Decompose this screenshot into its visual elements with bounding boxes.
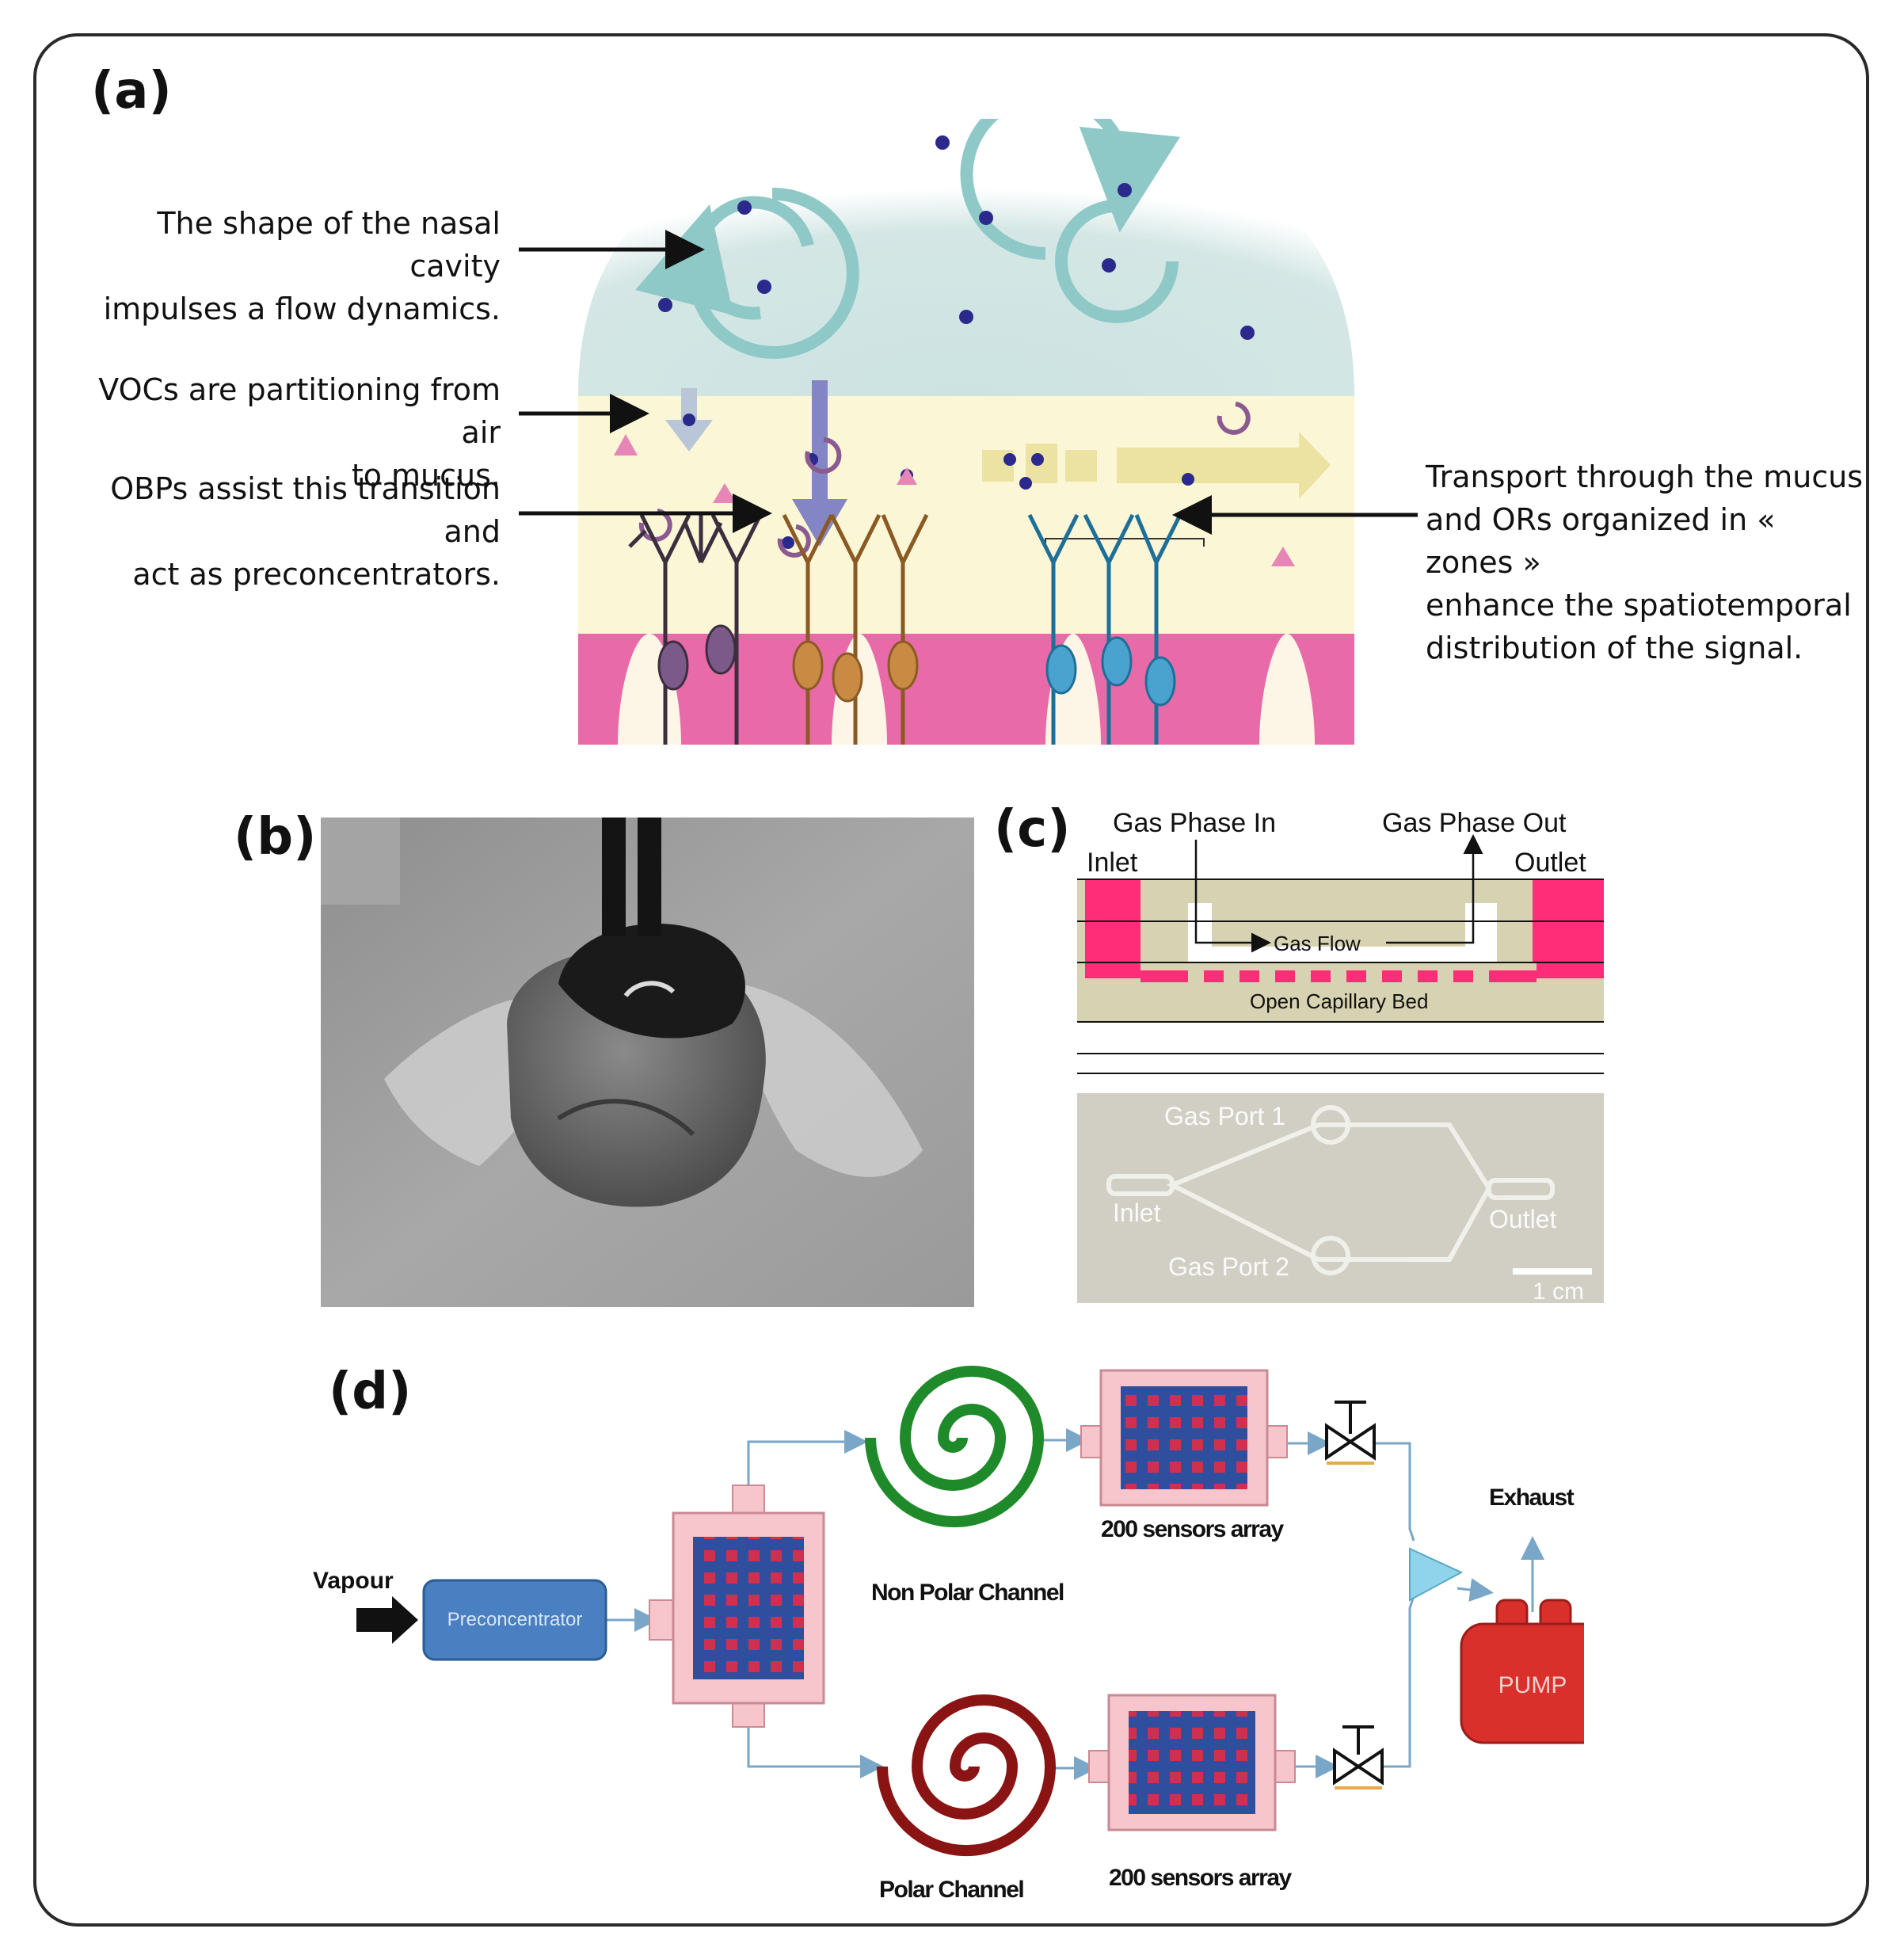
tube-left: [602, 818, 626, 936]
annotation-obp: OBPs assist this transition and act as p…: [110, 471, 501, 592]
nonpolar-label: Non Polar Channel: [871, 1580, 1064, 1606]
annotation-nasal-cavity: The shape of the nasal cavity impulses a…: [103, 206, 501, 326]
pump-label: PUMP: [1498, 1672, 1567, 1698]
scale-bar-label: 1 cm: [1533, 1279, 1584, 1305]
panel-c-label: (c): [994, 800, 1071, 859]
sensors-top-label: 200 sensors array: [1101, 1516, 1285, 1542]
vapour-arrow: [356, 1596, 418, 1644]
outlet-label: Outlet: [1514, 848, 1586, 878]
capillary-chip-schematic: Gas Phase In Gas Phase Out Inlet Outlet …: [1077, 808, 1604, 1305]
photo-inlet-label: Inlet: [1113, 1199, 1161, 1227]
gas-sensing-system-diagram: Vapour Preconcentrator Non Polar Channel…: [313, 1366, 1584, 1903]
polar-label: Polar Channel: [879, 1877, 1023, 1903]
exhaust-label: Exhaust: [1489, 1485, 1575, 1511]
transport-arrow: [982, 432, 1331, 499]
valve-top: [1325, 1401, 1376, 1465]
sensors-bottom-label: 200 sensors array: [1109, 1865, 1293, 1891]
photo-gas-port-2-label: Gas Port 2: [1168, 1252, 1289, 1281]
sensor-array-bottom: [1088, 1694, 1296, 1831]
gas-flow-label: Gas Flow: [1274, 932, 1361, 955]
vortex-left: [635, 187, 859, 359]
annotation-arrows: [519, 230, 1418, 535]
pump: [1460, 1599, 1584, 1744]
polar-spiral: [877, 1694, 1057, 1856]
nasal-epithelium-illustration: [578, 119, 1354, 745]
annotation-transport: Transport through the mucus and ORs orga…: [1426, 459, 1864, 665]
triangles: [614, 434, 1295, 566]
vapour-label: Vapour: [313, 1568, 394, 1594]
panel-d-label: (d): [329, 1363, 412, 1421]
dark-cap: [558, 923, 745, 1039]
annotation-voc-partitioning: VOCs are partitioning from air to mucus.: [98, 372, 501, 493]
inlet-label: Inlet: [1087, 848, 1138, 878]
gas-phase-out-label: Gas Phase Out: [1382, 808, 1567, 838]
outlet-block: [1533, 879, 1604, 978]
central-sensor-chip: [649, 1485, 825, 1728]
merge-junction: [1409, 1547, 1464, 1602]
foil-right: [741, 984, 923, 1177]
gas-phase-in-label: Gas Phase In: [1113, 808, 1276, 838]
gas-out-path: [1386, 834, 1483, 944]
panel-a-label: (a): [91, 62, 172, 120]
preconcentrator-box: [422, 1579, 607, 1661]
transition-arrow: [792, 380, 847, 547]
photo-outlet-label: Outlet: [1489, 1205, 1556, 1233]
photo-gas-port-1-label: Gas Port 1: [1164, 1102, 1285, 1130]
inlet-block: [1085, 879, 1140, 978]
valve-bottom: [1333, 1725, 1384, 1789]
gas-in-arrow: [1194, 840, 1271, 953]
sensor-array-top: [1080, 1369, 1288, 1507]
vortex-right: [960, 119, 1180, 323]
panel-b-label: (b): [234, 808, 317, 867]
preconcentrator-label: Preconcentrator: [447, 1609, 583, 1630]
nonpolar-spiral: [865, 1366, 1045, 1527]
nose-tissue-photo: [321, 818, 974, 1307]
capillary-bed-label: Open Capillary Bed: [1250, 989, 1428, 1013]
tube-right: [638, 818, 661, 936]
